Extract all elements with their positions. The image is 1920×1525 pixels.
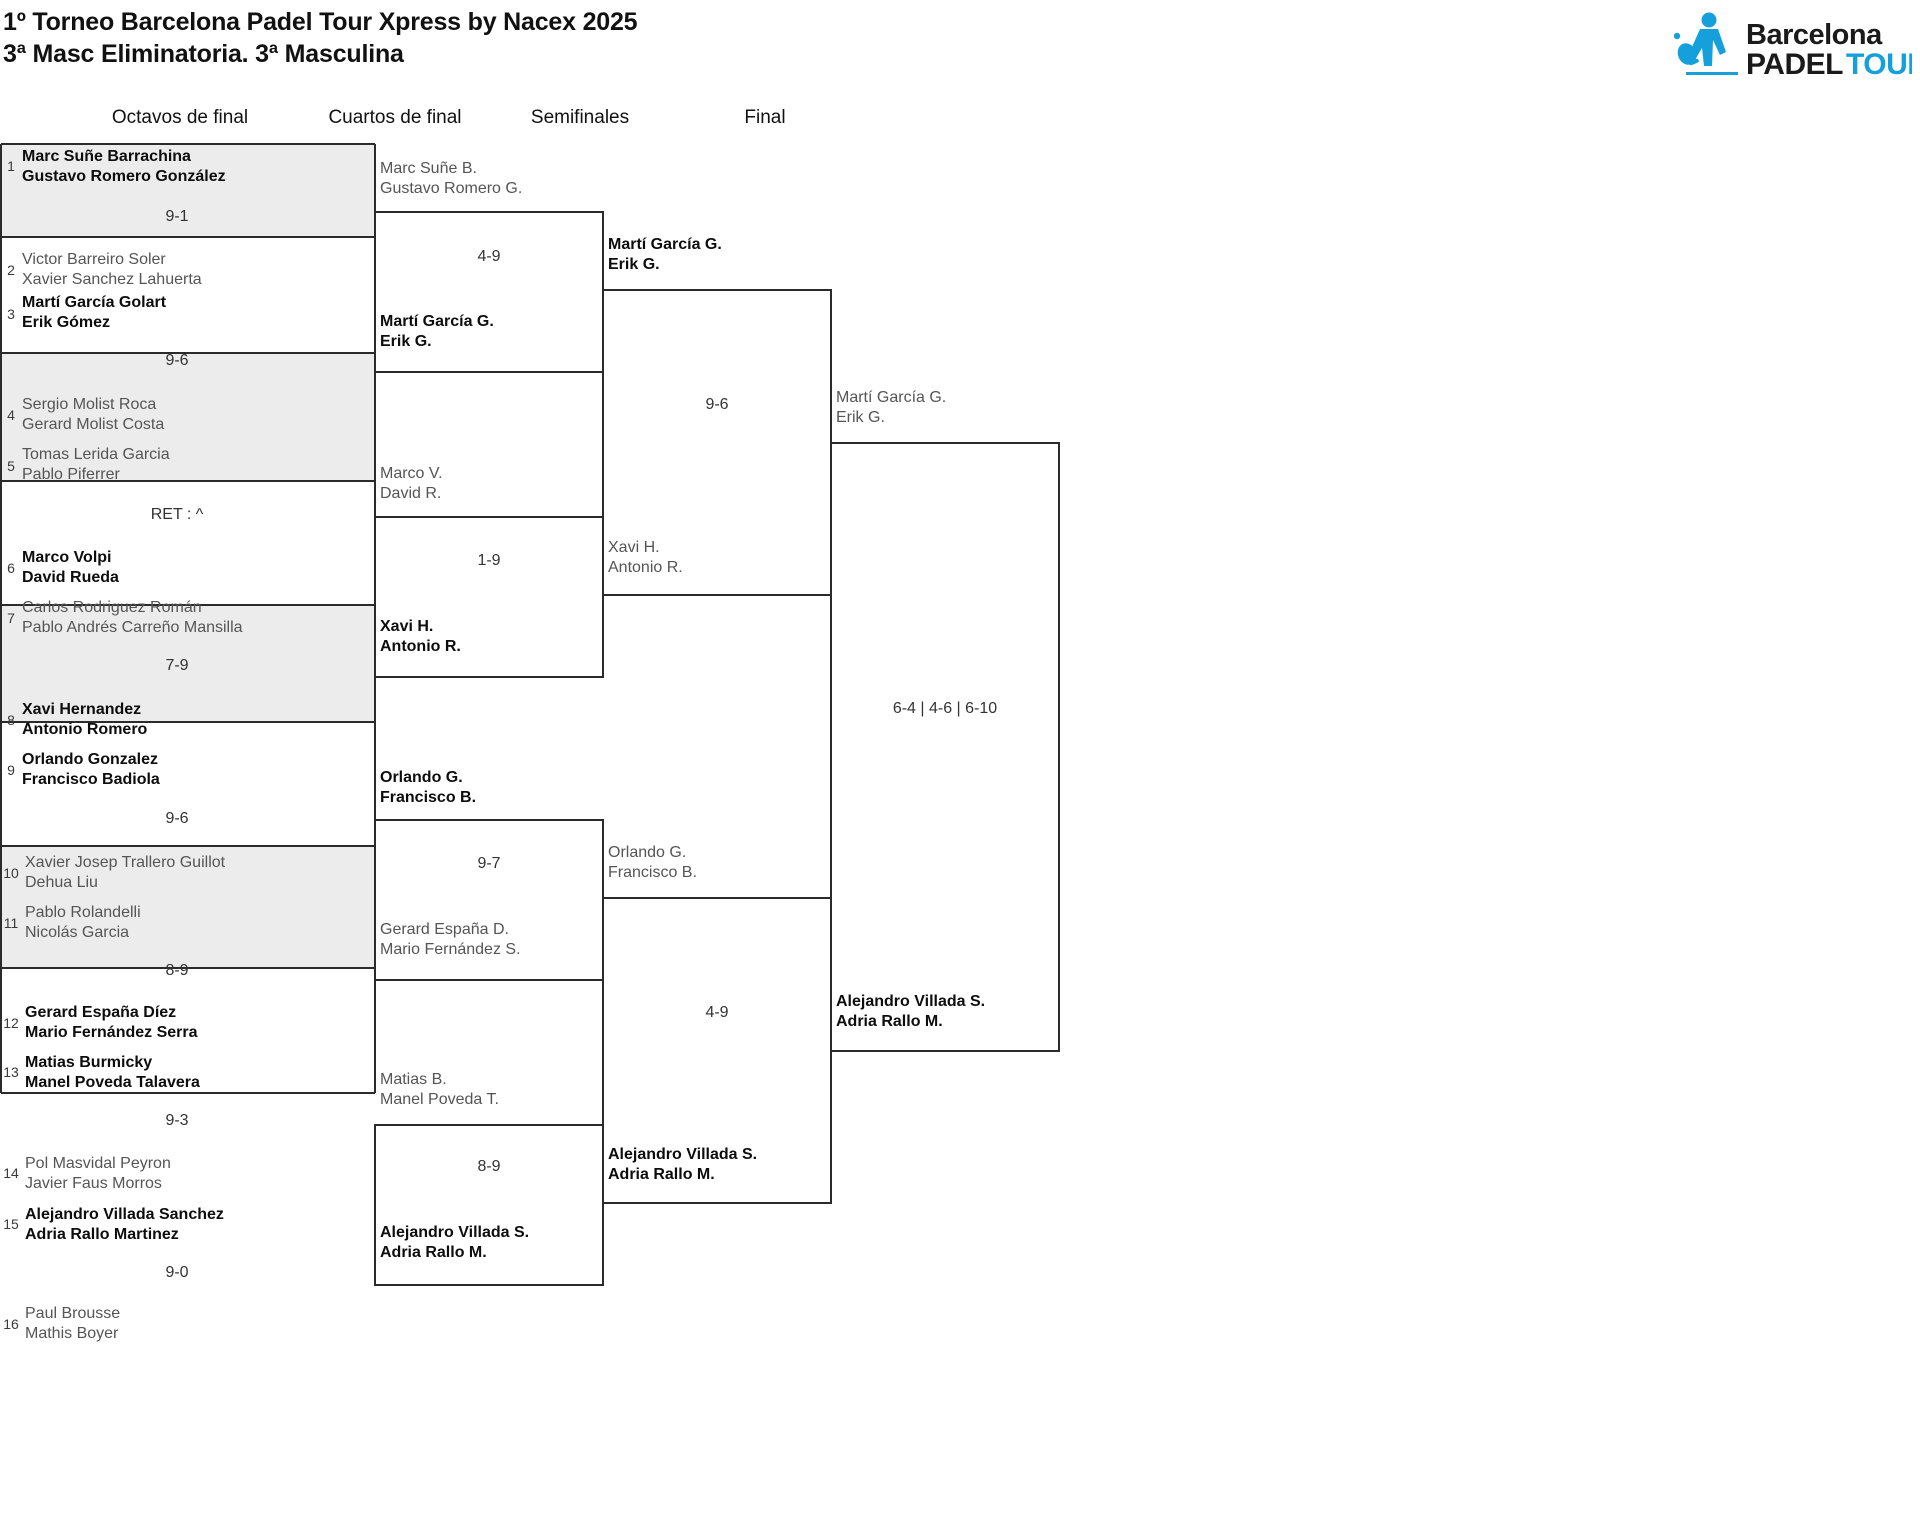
seed-number: 5 [7, 458, 15, 474]
octavos-entry-11: Pablo Rolandelli Nicolás Garcia [25, 904, 141, 941]
semifinales-entry-1: Martí García G. Erik G. [608, 236, 722, 273]
octavos-score-5: 9-6 [165, 810, 189, 827]
semifinales-score-1: 9-6 [705, 396, 729, 413]
svg-text:Barcelona: Barcelona [1746, 19, 1883, 51]
r1-band-1 [0, 144, 375, 237]
cuartos-entry-2: Martí García G. Erik G. [380, 313, 494, 350]
tournament-title: 1º Torneo Barcelona Padel Tour Xpress by… [3, 8, 638, 36]
seed-number: 8 [7, 712, 15, 728]
octavos-entry-13: Matias Burmicky Manel Poveda Talavera [25, 1054, 200, 1091]
octavos-entry-10: Xavier Josep Trallero Guillot Dehua Liu [25, 854, 226, 891]
seed-number: 2 [7, 262, 15, 278]
octavos-entry-12: Gerard España Díez Mario Fernández Serra [25, 1004, 198, 1041]
cuartos-score-4: 8-9 [477, 1158, 501, 1175]
seed-number: 7 [7, 610, 15, 626]
cuartos-entry-5: Orlando G. Francisco B. [380, 769, 477, 806]
cuartos-entry-6: Gerard España D. Mario Fernández S. [380, 921, 521, 958]
page-header: 1º Torneo Barcelona Padel Tour Xpress by… [0, 0, 1920, 100]
cuartos-entry-1: Marc Suñe B. Gustavo Romero G. [380, 160, 523, 197]
seed-number: 11 [3, 915, 19, 931]
semifinales-entry-3: Orlando G. Francisco B. [608, 844, 697, 881]
octavos-entry-16: Paul Brousse Mathis Boyer [25, 1305, 121, 1342]
seed-number: 14 [3, 1165, 19, 1181]
octavos-score-6: 8-9 [165, 962, 189, 979]
r1-band-3 [0, 353, 375, 481]
seed-number: 9 [7, 762, 15, 778]
cuartos-entry-4: Xavi H. Antonio R. [380, 618, 461, 655]
cuartos-entry-3: Marco V. David R. [380, 465, 443, 502]
seed-number: 10 [3, 865, 19, 881]
tournament-subtitle: 3ª Masc Eliminatoria. 3ª Masculina [3, 40, 404, 68]
semifinales-score-2: 4-9 [705, 1004, 729, 1021]
semifinales-entry-2: Xavi H. Antonio R. [608, 539, 683, 576]
seed-number: 4 [7, 407, 15, 423]
round-header-final: Final [744, 107, 786, 128]
octavos-entry-1: Marc Suñe Barrachina Gustavo Romero Gonz… [22, 148, 226, 185]
octavos-score-4: 7-9 [165, 657, 189, 674]
octavos-score-8: 9-0 [165, 1264, 189, 1281]
octavos-entry-8: Xavi Hernandez Antonio Romero [22, 701, 148, 738]
cuartos-entry-7: Matias B. Manel Poveda T. [380, 1071, 499, 1108]
seed-number: 1 [7, 158, 15, 174]
title-block: 1º Torneo Barcelona Padel Tour Xpress by… [3, 6, 638, 70]
final-score: 6-4 | 4-6 | 6-10 [892, 700, 998, 717]
r1-band-7 [0, 846, 375, 968]
seed-number: 12 [3, 1015, 19, 1031]
round-header-octavos: Octavos de final [111, 107, 249, 128]
seed-number: 6 [7, 560, 15, 576]
octavos-score-2: 9-6 [165, 352, 189, 369]
r1-band-5 [0, 605, 375, 722]
cuartos-score-1: 4-9 [477, 248, 501, 265]
octavos-entry-7: Carlos Rodriguez Román Pablo Andrés Carr… [22, 599, 243, 636]
octavos-entry-14: Pol Masvidal Peyron Javier Faus Morros [25, 1155, 171, 1192]
seed-number: 13 [3, 1064, 19, 1080]
cuartos-score-3: 9-7 [477, 855, 501, 872]
semifinales-entry-4: Alejandro Villada S. Adria Rallo M. [608, 1146, 758, 1183]
barcelona-padel-tour-logo: Barcelona PADEL TOUR [1662, 8, 1912, 84]
octavos-entry-6: Marco Volpi David Rueda [22, 549, 119, 586]
octavos-entry-5: Tomas Lerida Garcia Pablo Piferrer [22, 446, 170, 483]
svg-text:PADEL: PADEL [1746, 48, 1843, 81]
padel-player-icon [1673, 12, 1738, 75]
octavos-entry-3: Martí García Golart Erik Gómez [22, 294, 167, 331]
final-entry-2-champion: Alejandro Villada S. Adria Rallo M. [836, 993, 986, 1030]
seed-number: 16 [3, 1316, 19, 1332]
octavos-entry-9: Orlando Gonzalez Francisco Badiola [22, 751, 160, 788]
octavos-score-7: 9-3 [165, 1112, 189, 1129]
octavos-entry-4: Sergio Molist Roca Gerard Molist Costa [22, 396, 165, 433]
cuartos-entry-8: Alejandro Villada S. Adria Rallo M. [380, 1224, 530, 1261]
octavos-entry-15: Alejandro Villada Sanchez Adria Rallo Ma… [25, 1206, 224, 1243]
octavos-score-1: 9-1 [165, 208, 189, 225]
octavos-entry-2: Victor Barreiro Soler Xavier Sanchez Lah… [22, 251, 202, 288]
seed-number: 3 [7, 306, 15, 322]
round-header-semifinales: Semifinales [530, 107, 630, 128]
svg-text:TOUR: TOUR [1846, 48, 1912, 81]
seed-number: 15 [3, 1216, 19, 1232]
final-entry-1: Martí García G. Erik G. [836, 389, 947, 426]
round-header-cuartos: Cuartos de final [328, 107, 462, 128]
octavos-score-3: RET : ^ [150, 506, 204, 523]
cuartos-score-2: 1-9 [477, 552, 501, 569]
